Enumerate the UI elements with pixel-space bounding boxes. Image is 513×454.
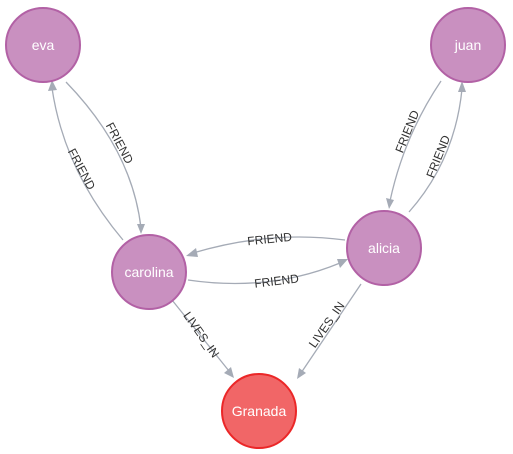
relationship-label: FRIEND (103, 120, 136, 166)
relationship-carolina-to-granada[interactable]: LIVES_IN (171, 299, 234, 378)
node-granada[interactable]: Granada (221, 373, 297, 449)
relationship-label: FRIEND (423, 133, 453, 180)
relationship-alicia-to-granada[interactable]: LIVES_IN (297, 283, 362, 379)
relationship-juan-to-alicia[interactable]: FRIEND (386, 80, 442, 209)
node-label: alicia (368, 240, 400, 256)
node-circle[interactable] (221, 373, 297, 449)
node-label: carolina (124, 264, 173, 280)
node-circle[interactable] (111, 234, 187, 310)
node-juan[interactable]: juan (430, 7, 506, 83)
node-circle[interactable] (430, 7, 506, 83)
relationship-label: FRIEND (392, 108, 422, 155)
relationship-label: LIVES_IN (180, 309, 222, 360)
relationship-alicia-to-juan[interactable]: FRIEND (408, 81, 466, 213)
node-eva[interactable]: eva (5, 7, 81, 83)
relationship-label: FRIEND (247, 230, 293, 249)
node-circle[interactable] (346, 210, 422, 286)
relationship-carolina-to-alicia[interactable]: FRIEND (187, 259, 348, 291)
relationship-alicia-to-carolina[interactable]: FRIEND (186, 230, 346, 257)
relationship-label: FRIEND (65, 146, 98, 192)
node-carolina[interactable]: carolina (111, 234, 187, 310)
relationship-label: LIVES_IN (306, 299, 348, 350)
node-alicia[interactable]: alicia (346, 210, 422, 286)
node-label: Granada (232, 403, 287, 419)
node-label: juan (454, 37, 481, 53)
node-label: eva (32, 37, 55, 53)
node-circle[interactable] (5, 7, 81, 83)
relationship-label: FRIEND (253, 271, 299, 290)
